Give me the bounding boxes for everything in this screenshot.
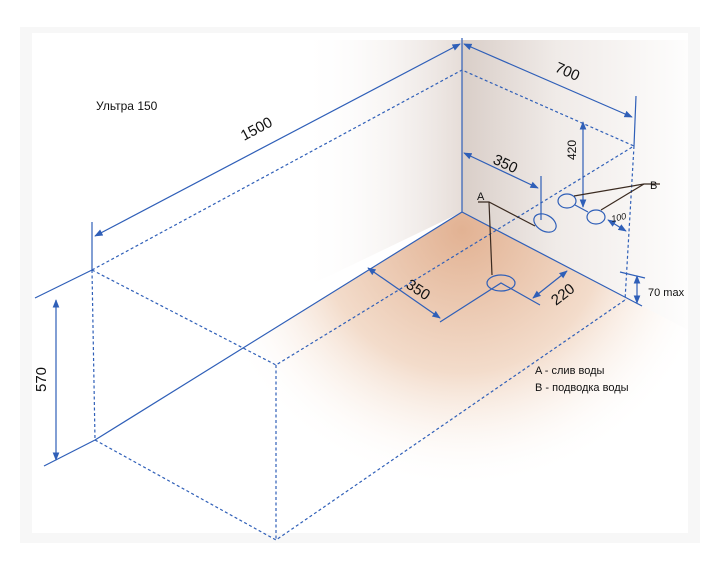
label-100: 100	[610, 211, 627, 224]
legend-a: A - слив воды	[535, 365, 604, 377]
drain-ext	[439, 282, 541, 323]
top-front-edge-extension	[34, 269, 93, 299]
dim-700	[463, 43, 633, 118]
label-70max: 70 max	[648, 287, 685, 299]
floor-wall-short	[461, 211, 643, 307]
dim-tick	[633, 95, 637, 147]
legend-b: B - подводка воды	[535, 382, 629, 394]
tub-right-vertical	[624, 145, 635, 301]
label-1500: 1500	[238, 114, 275, 145]
dim-220	[532, 270, 568, 299]
tub-left-vertical	[91, 269, 96, 441]
label-420: 420	[565, 140, 579, 160]
supply-link	[574, 204, 589, 213]
supply-hole-2	[586, 209, 606, 225]
dim-1500	[94, 43, 461, 237]
dim-tick	[43, 439, 96, 467]
supply-hole-1	[557, 193, 577, 209]
floor-wall-long	[94, 211, 463, 441]
marker-b: B	[650, 180, 657, 192]
title: Ультра 150	[96, 99, 158, 113]
dim-tick	[619, 271, 646, 279]
dim-100	[607, 219, 627, 232]
drain-hole-floor	[486, 274, 516, 292]
marker-a: A	[477, 191, 485, 203]
leader-a-2	[488, 201, 493, 276]
dim-350-floor	[367, 267, 441, 319]
dim-350-wall	[463, 152, 539, 189]
label-570: 570	[33, 367, 50, 392]
tub-bottom	[94, 299, 626, 541]
drain-hole-wall	[533, 213, 557, 233]
tub-top-front	[91, 145, 635, 366]
leader-b-2	[600, 183, 645, 211]
